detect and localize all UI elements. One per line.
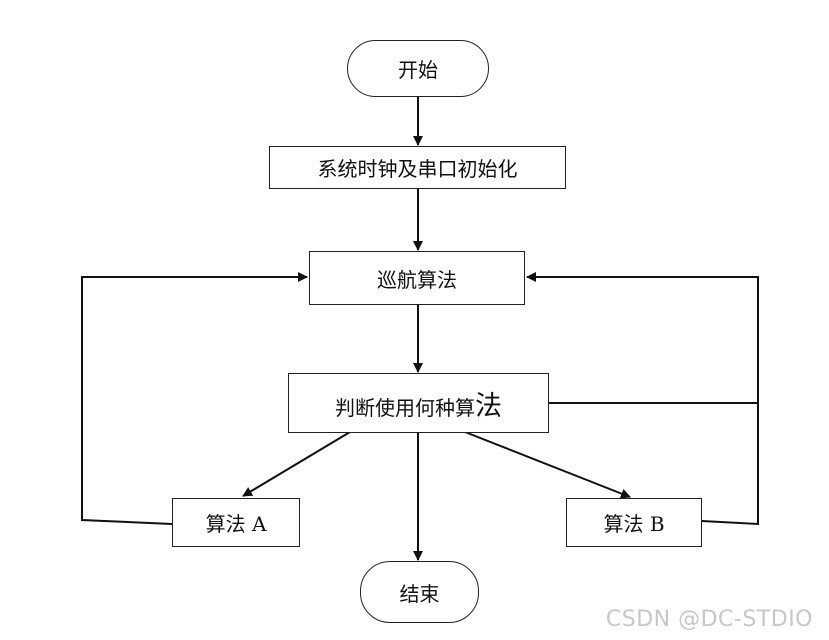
decision-label-last: 法 <box>475 390 502 422</box>
start-node: 开始 <box>347 40 489 97</box>
connector-alg-a-loop <box>81 272 308 525</box>
connector-alg-b-loop <box>526 272 759 526</box>
algorithm-b-label: 算法 B <box>603 512 665 536</box>
end-node: 结束 <box>360 561 479 623</box>
init-process-node: 系统时钟及串口初始化 <box>269 146 566 189</box>
decision-label: 判断使用何种算法 <box>335 384 502 423</box>
connector-decision-to-alg-a <box>242 431 351 497</box>
init-label: 系统时钟及串口初始化 <box>317 157 518 181</box>
start-label: 开始 <box>398 58 438 82</box>
end-label: 结束 <box>399 581 440 606</box>
decision-label-main: 判断使用何种算 <box>335 395 475 420</box>
decision-node: 判断使用何种算法 <box>288 373 549 433</box>
algorithm-b-node: 算法 B <box>566 498 702 547</box>
connector-decision-to-alg-b <box>464 431 631 499</box>
watermark-text: CSDN @DC-STDIO <box>605 607 813 632</box>
algorithm-a-label: 算法 A <box>205 512 267 536</box>
cruise-algorithm-node: 巡航算法 <box>309 251 525 305</box>
algorithm-a-node: 算法 A <box>172 498 300 547</box>
cruise-label: 巡航算法 <box>377 267 457 292</box>
